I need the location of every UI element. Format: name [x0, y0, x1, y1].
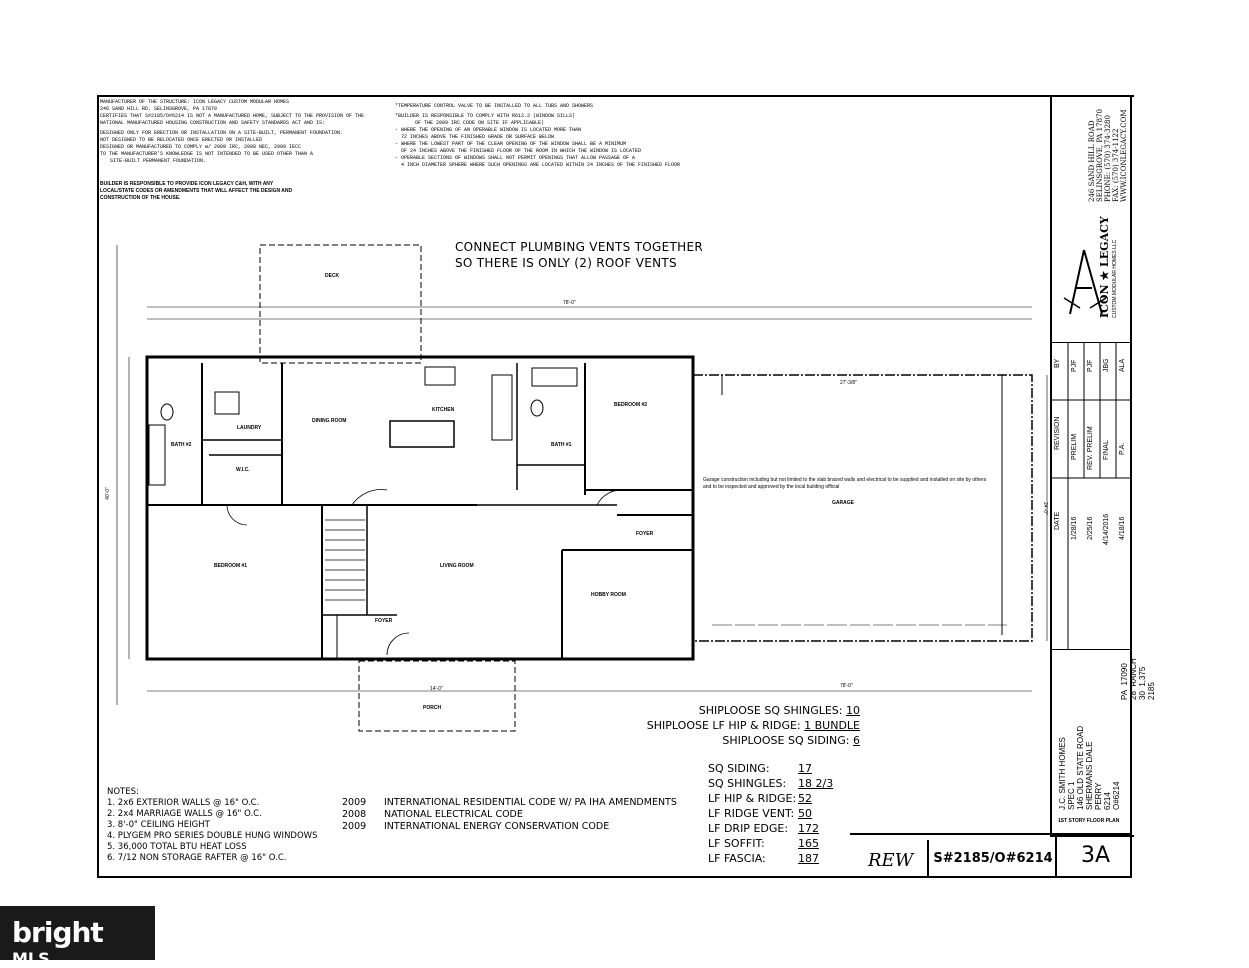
room-label-deck: DECK — [325, 273, 340, 279]
room-label-garage: GARAGE — [832, 500, 854, 506]
garage-outline — [693, 374, 1033, 642]
room-label-laundry: LAUNDRY — [237, 425, 262, 431]
room-label-hobby: HOBBY ROOM — [591, 592, 626, 598]
dim-bottom-overall: 78'-0" — [840, 683, 853, 689]
serial-number: S#2185/O#6214 — [927, 840, 1057, 878]
deck-outline — [259, 244, 422, 364]
room-label-foyer-small: FOYER — [375, 618, 393, 624]
room-label-living: LIVING ROOM — [440, 563, 474, 569]
dim-right-depth: 24'-0" — [1041, 502, 1048, 515]
kitchen-island — [389, 420, 455, 448]
company-logo — [1063, 249, 1107, 315]
manufacturer-notes: MANUFACTURER OF THE STRUCTURE: ICON LEGA… — [100, 99, 365, 164]
room-label-porch: PORCH — [423, 705, 442, 711]
rev-row-by: PJF — [1087, 359, 1094, 372]
rev-row-by: JBG — [1103, 358, 1110, 372]
dim-porch-width: 14'-0" — [430, 686, 443, 692]
company-sub: CUSTOM MODULAR HOMES LLC — [1112, 239, 1118, 318]
bright-mls-logo: bright MLS — [0, 906, 155, 968]
signature: REW — [868, 850, 914, 871]
rev-row-date: 4/18/16 — [1119, 516, 1126, 540]
room-label-foyer-main: FOYER — [636, 531, 654, 537]
rev-row-rev: PRELIM — [1071, 433, 1078, 460]
rev-header-revision: REVISION — [1054, 416, 1061, 450]
rev-row-rev: FINAL — [1103, 440, 1110, 460]
rev-row-rev: REV. PRELIM — [1087, 426, 1094, 470]
rev-header-date: DATE — [1054, 511, 1061, 530]
company-address: 246 SAND HILL ROAD SELINSGROVE, PA 17870… — [1088, 109, 1128, 202]
floor-plan — [116, 244, 1048, 732]
rev-row-rev: P.A. — [1119, 442, 1126, 455]
project-info-2: PA 17090 28 RANCH 30 1,375 2185 — [1120, 658, 1156, 700]
rev-row-date: 1/28/16 — [1071, 516, 1078, 540]
material-quantities: SQ SIDING:17 SQ SHINGLES:18 2/3 LF HIP &… — [708, 762, 834, 865]
room-label-bath1: BATH #1 — [551, 442, 572, 448]
company-name: ICON ★ LEGACY — [1098, 216, 1111, 318]
garage-construction-note: Garage construction including but not li… — [703, 477, 987, 490]
sheet-number: 3A — [1055, 833, 1134, 878]
dim-garage-width: 27'-3/8" — [840, 380, 857, 386]
dim-left-overall: 40'-0" — [104, 487, 111, 500]
room-label-dining: DINING ROOM — [312, 418, 347, 424]
title-block — [1050, 95, 1134, 837]
builder-note: BUILDER IS RESPONSIBLE TO PROVIDE ICON L… — [100, 181, 293, 201]
room-label-kitchen: KITCHEN — [432, 407, 455, 413]
house-exterior-wall — [145, 355, 695, 661]
rev-row-date: 2/25/16 — [1087, 516, 1094, 540]
porch-outline — [358, 660, 516, 732]
shiploose-list: SHIPLOOSE SQ SHINGLES: 10 SHIPLOOSE LF H… — [646, 704, 860, 747]
floor-plan-label: 1ST STORY FLOOR PLAN — [1058, 818, 1120, 824]
room-label-bedroom2: BEDROOM #2 — [614, 402, 648, 408]
rev-row-by: ALA — [1119, 358, 1126, 372]
code-compliance-notes: *TEMPERATURE CONTROL VALVE TO BE INSTALL… — [395, 103, 681, 168]
general-notes: NOTES: 1. 2x6 EXTERIOR WALLS @ 16" O.C. … — [107, 787, 318, 863]
rev-row-by: PJF — [1071, 359, 1078, 372]
drawing-sheet — [97, 95, 1132, 878]
dim-overall-top: 78'-0" — [563, 300, 576, 306]
rev-header-by: BY — [1054, 358, 1061, 368]
plumbing-note: CONNECT PLUMBING VENTS TOGETHER SO THERE… — [455, 240, 703, 270]
room-label-bath2: BATH #2 — [171, 442, 192, 448]
revision-table — [1050, 342, 1132, 650]
room-label-wic: W.I.C. — [236, 467, 250, 473]
room-label-bedroom1: BEDROOM #1 — [214, 563, 248, 569]
rev-row-date: 4/14/2016 — [1103, 513, 1110, 545]
title-strip — [850, 833, 1130, 880]
project-info: J.C. SMITH HOMES SPEC 1 146 OLD STATE RO… — [1058, 725, 1121, 810]
